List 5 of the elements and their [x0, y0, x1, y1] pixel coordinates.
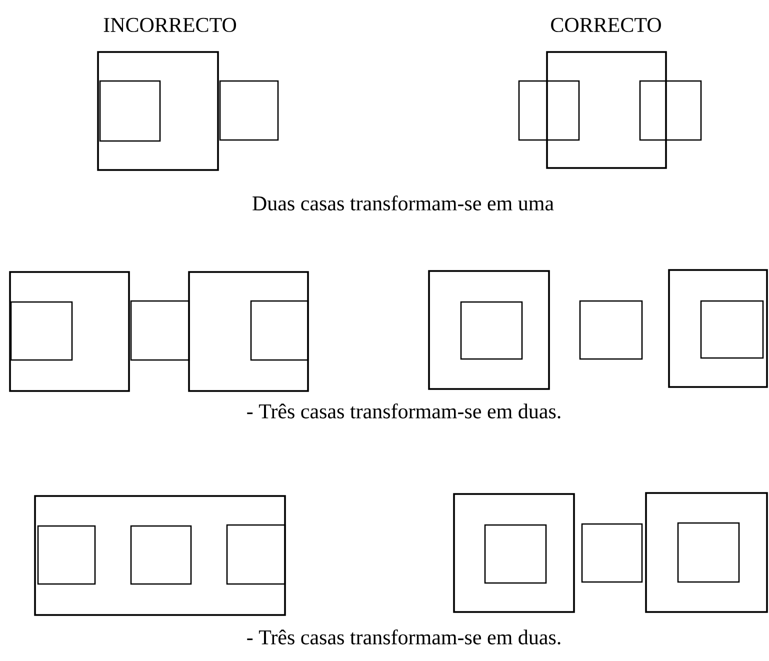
caption: - Três casas transformam-se em duas.: [247, 403, 560, 419]
caption: - Três casas transformam-se em duas.: [247, 629, 560, 645]
caption: Duas casas transformam-se em uma: [252, 196, 554, 210]
column-heading: INCORRECTO: [104, 18, 236, 32]
column-heading: CORRECTO: [551, 18, 661, 32]
